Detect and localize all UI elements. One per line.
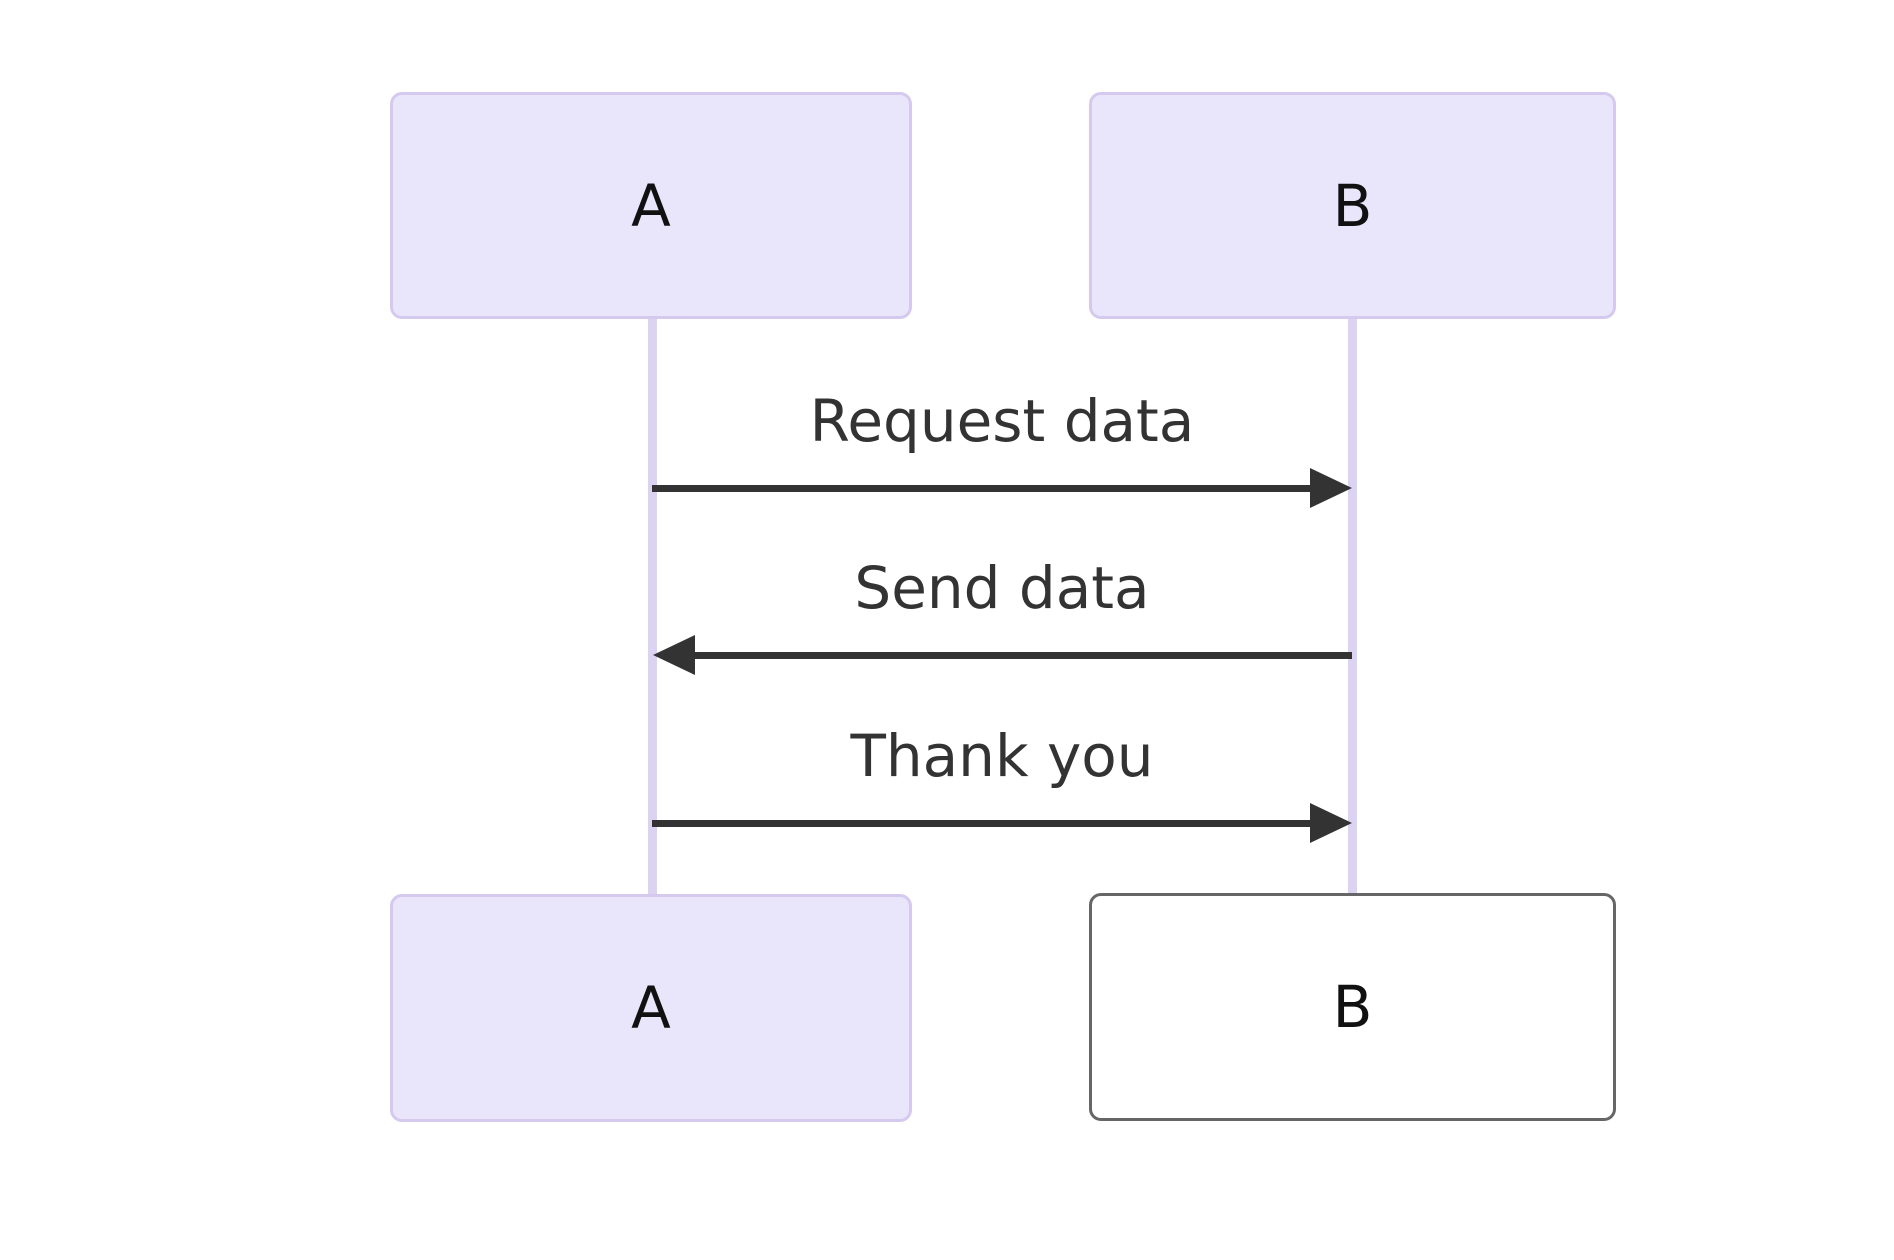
message-label-request-data: Request data <box>809 387 1195 455</box>
actor-label-b: B <box>1332 171 1373 240</box>
actor-box-b-bottom: B <box>1089 893 1616 1121</box>
lifeline-a <box>648 319 657 894</box>
arrowhead-left-icon <box>653 635 695 675</box>
actor-label-a: A <box>631 171 671 240</box>
actor-box-a-bottom: A <box>390 894 912 1122</box>
arrowhead-right-icon <box>1310 803 1352 843</box>
actor-label-b: B <box>1332 973 1373 1041</box>
actor-box-a-top: A <box>390 92 912 319</box>
arrowhead-right-icon <box>1310 468 1352 508</box>
message-line-send-data <box>690 652 1352 659</box>
actor-label-a: A <box>631 974 671 1042</box>
message-line-thank-you <box>652 820 1315 827</box>
actor-box-b-top: B <box>1089 92 1616 319</box>
message-line-request-data <box>652 485 1315 492</box>
message-label-send-data: Send data <box>854 554 1150 622</box>
lifeline-b <box>1348 319 1357 893</box>
message-label-thank-you: Thank you <box>850 722 1154 790</box>
